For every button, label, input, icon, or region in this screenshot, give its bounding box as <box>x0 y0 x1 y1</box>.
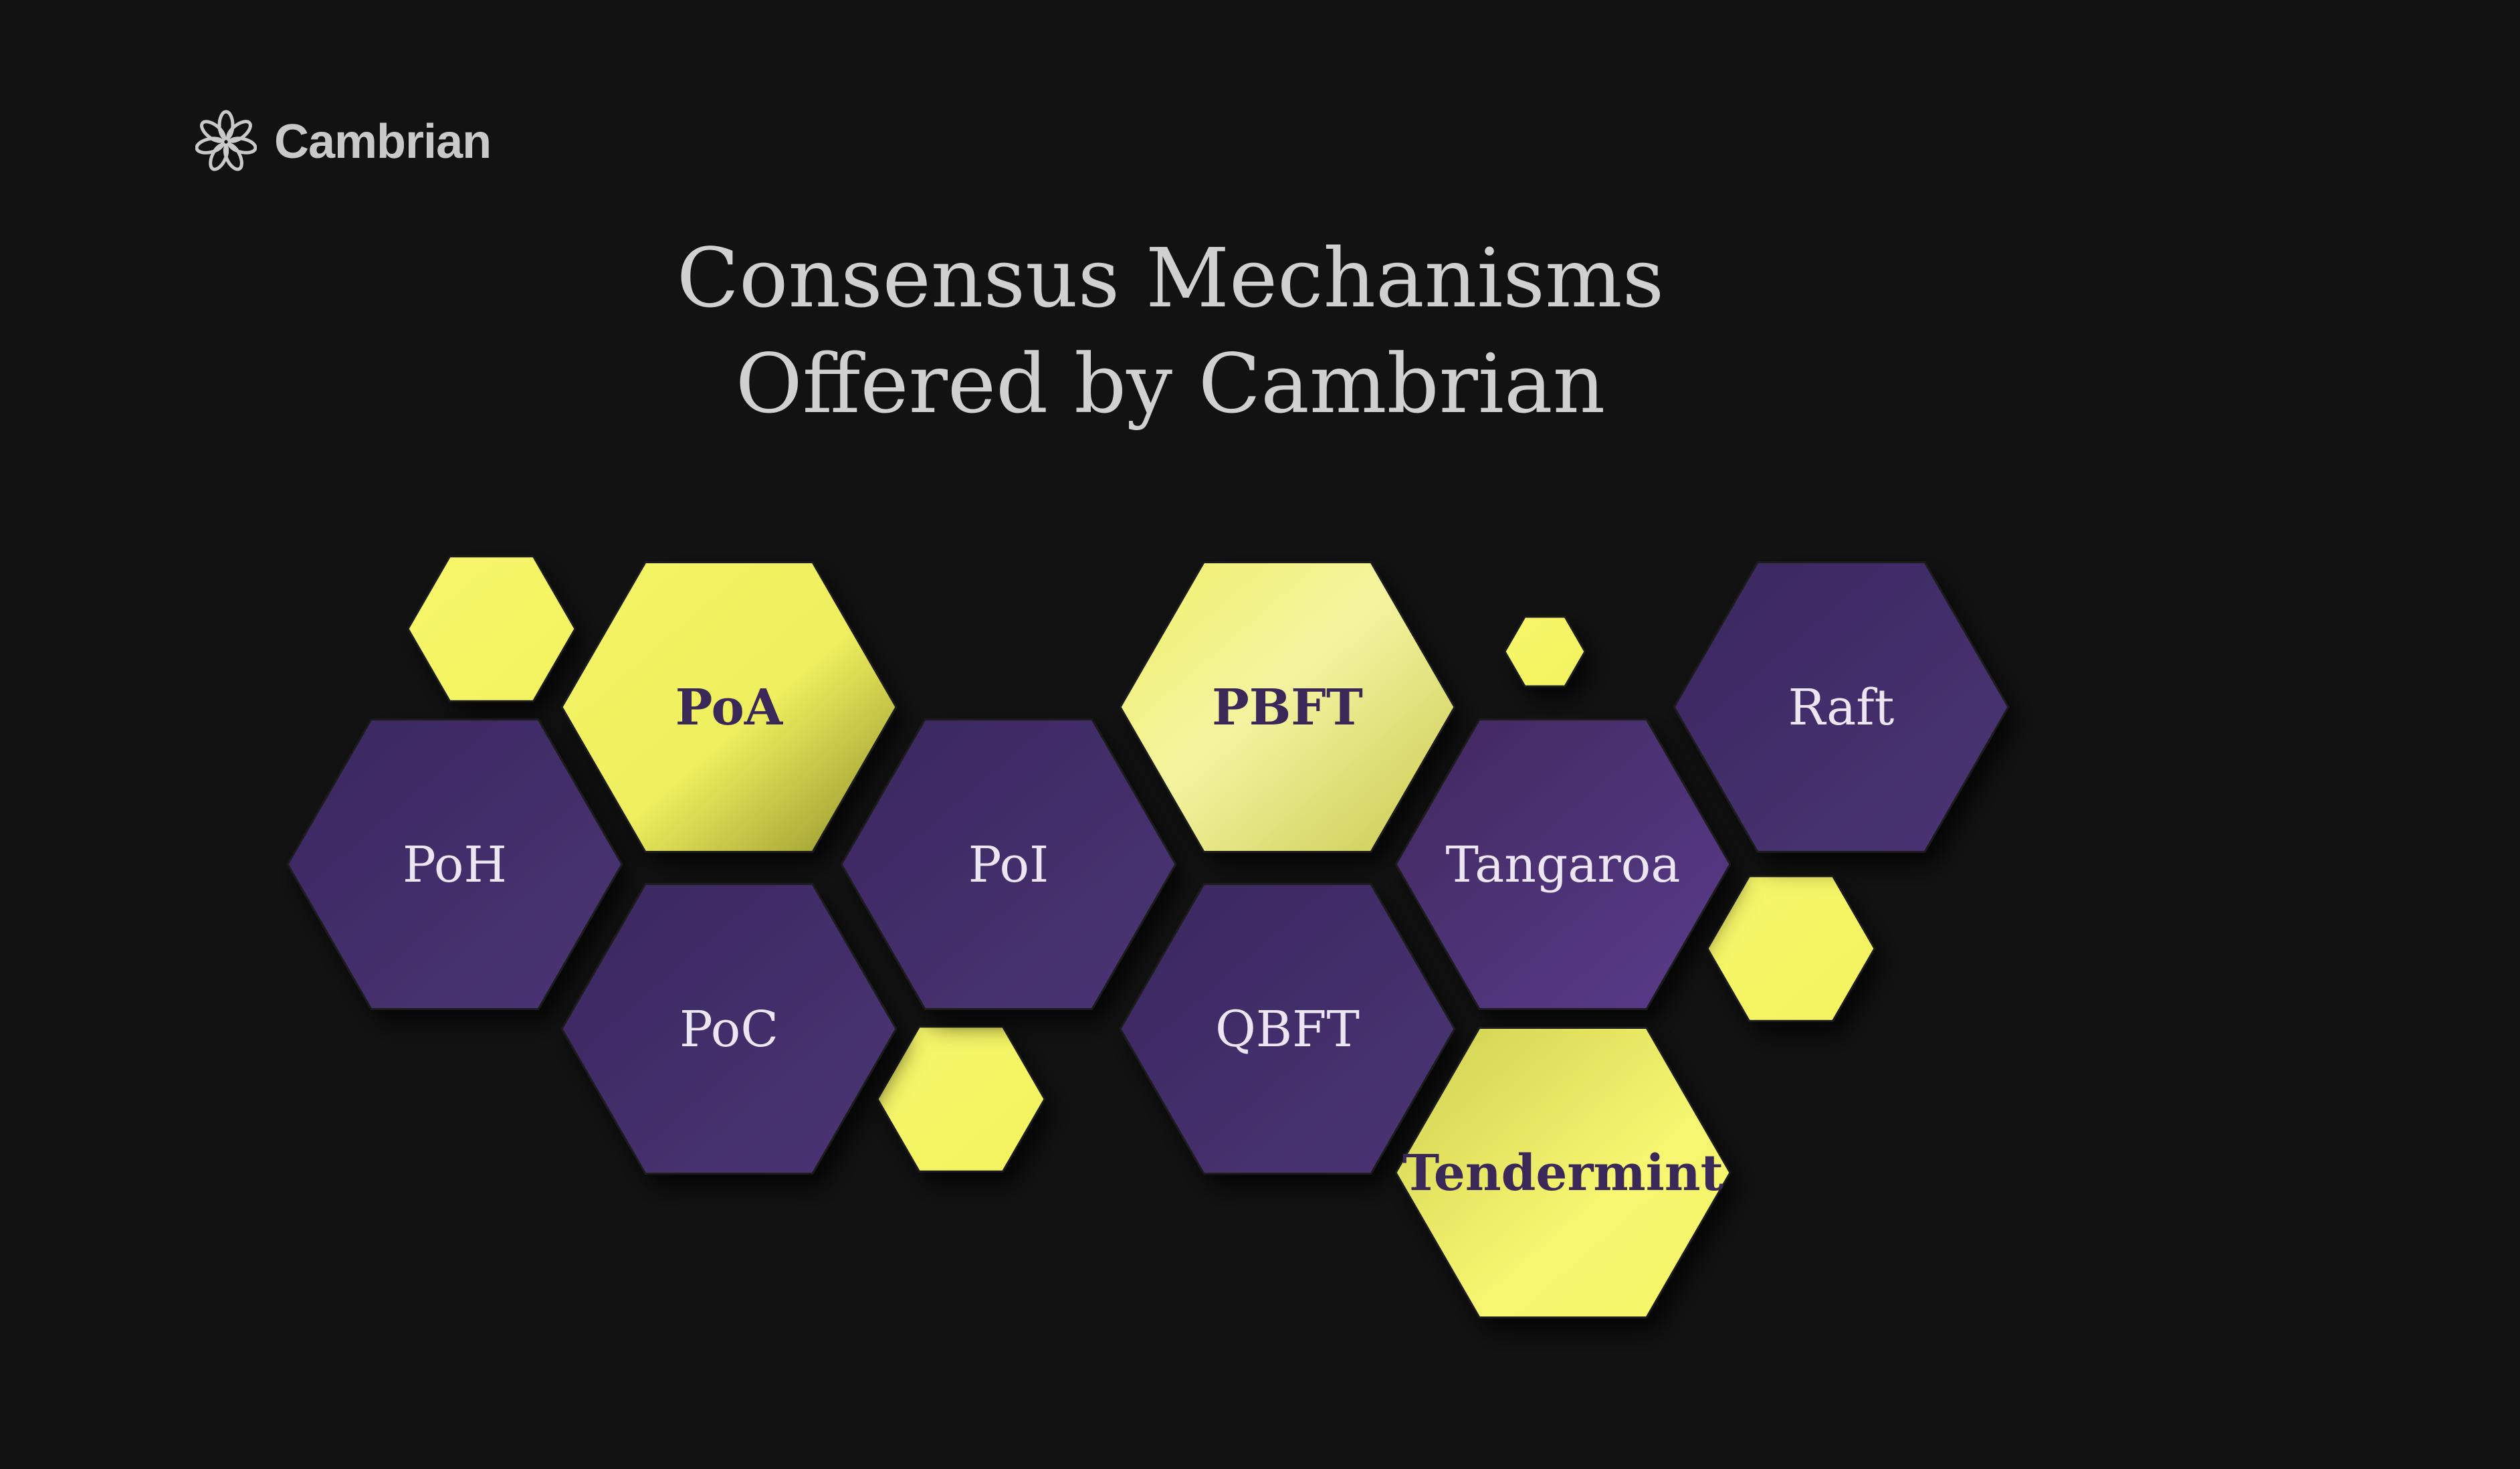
mechanism-label-qbft: QBFT <box>1215 1001 1360 1058</box>
hexagon-shape-tendermint <box>1394 1027 1731 1318</box>
hexagon-shape-pbft <box>1119 561 1456 853</box>
hexagon-pbft: PBFT <box>1119 561 1456 853</box>
accent-hexagon-bottom-middle <box>876 1025 1046 1173</box>
mechanism-label-pbft: PBFT <box>1212 679 1363 737</box>
accent-hexagon-right <box>1706 875 1876 1022</box>
mechanism-label-tendermint: Tendermint <box>1402 1145 1723 1202</box>
brand-name: Cambrian <box>274 115 492 169</box>
brand: Cambrian <box>195 107 492 177</box>
hexagon-poi: PoI <box>840 718 1177 1010</box>
hexagon-tangaroa: Tangaroa <box>1394 718 1731 1010</box>
hexagon-poc: PoC <box>560 883 898 1175</box>
mechanism-label-poh: PoH <box>403 836 507 894</box>
page-title-line-2: Offered by Cambrian <box>735 336 1606 431</box>
mechanism-label-tangaroa: Tangaroa <box>1446 836 1681 894</box>
hexagon-poh: PoH <box>286 718 623 1010</box>
mechanism-label-raft: Raft <box>1788 679 1895 737</box>
hexagon-shape-poi <box>840 718 1177 1010</box>
mechanism-label-poc: PoC <box>679 1001 778 1058</box>
hexagon-raft: Raft <box>1673 561 2010 853</box>
hexagon-shape-tangaroa <box>1394 718 1731 1010</box>
hexagon-shape-poh <box>286 718 623 1010</box>
hexagon-shape-poa <box>560 561 898 853</box>
accent-hexagon-top-left <box>407 555 576 702</box>
hexagon-tendermint: Tendermint <box>1394 1027 1731 1318</box>
flower-petals-icon <box>195 107 257 177</box>
accent-hexagon-tiny <box>1503 615 1586 688</box>
hexagon-qbft: QBFT <box>1119 883 1456 1175</box>
hexagon-poa: PoA <box>560 561 898 853</box>
hexagon-shape-qbft <box>1119 883 1456 1175</box>
mechanism-label-poa: PoA <box>675 679 784 737</box>
hexagon-shape-poc <box>560 883 898 1175</box>
mechanism-label-poi: PoI <box>968 836 1049 894</box>
hexagon-shape-raft <box>1673 561 2010 853</box>
page-title-line-1: Consensus Mechanisms <box>676 231 1665 326</box>
